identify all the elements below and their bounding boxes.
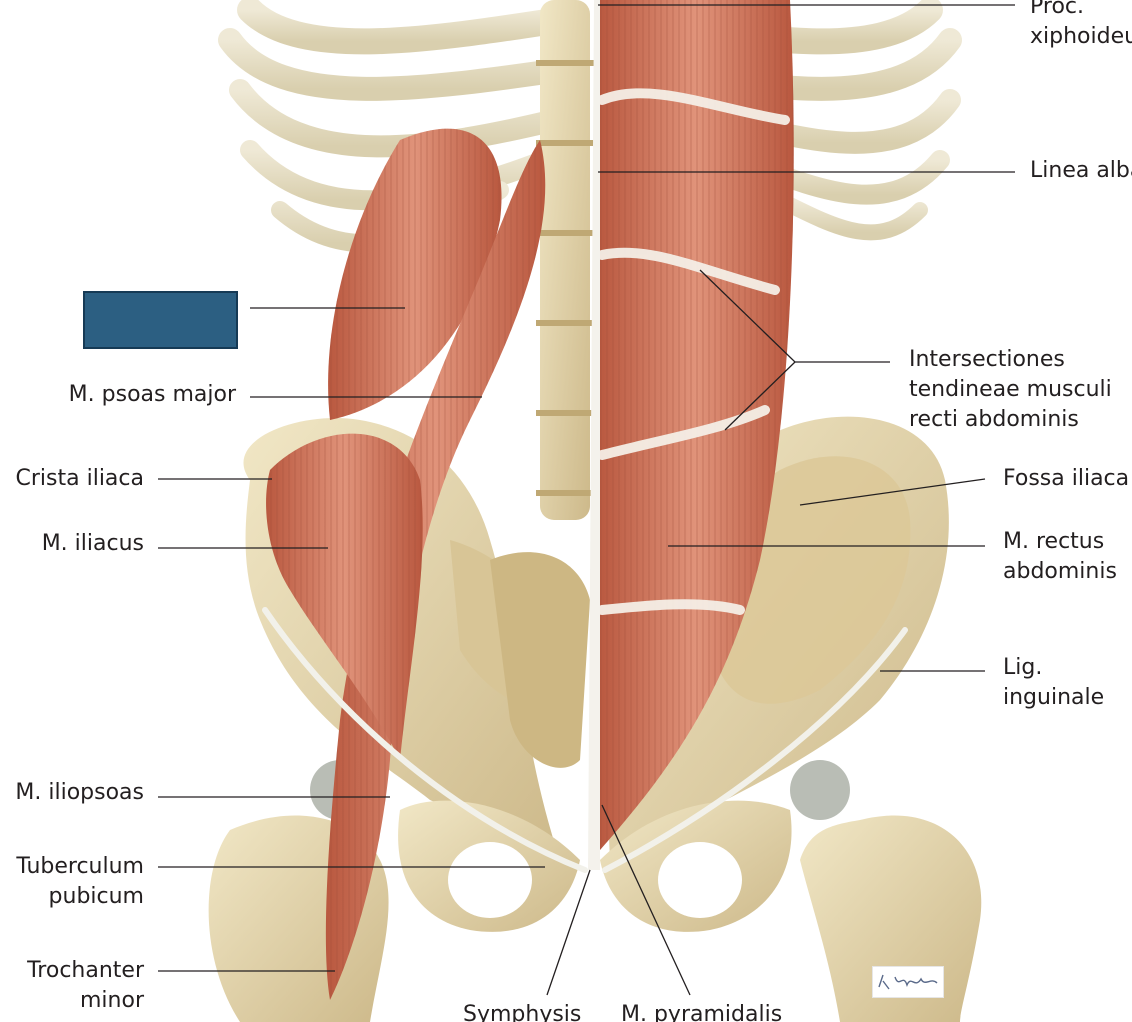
label-linea-alba: Linea alba [1030,158,1132,183]
label-crista-iliaca: Crista iliaca [15,466,144,491]
signature-mark [878,974,938,990]
label-lig-inguinale: Lig. inguinale [1003,655,1105,710]
muscle-fibers [598,0,794,850]
label-iliacus: M. iliacus [41,531,144,556]
vertebral-column [536,0,594,520]
muscle-fibers [328,128,502,420]
tendinous-intersections [597,88,790,615]
label-iliopsoas: M. iliopsoas [15,780,144,805]
inguinal-ligaments [262,607,908,873]
muscle-fibers [325,140,546,1000]
label-cover-box [83,291,238,349]
label-rectus-abdominis: M. rectus abdominis [1003,529,1117,584]
linea-alba-band [588,0,600,870]
leader-lines [158,4,1015,996]
muscle-fibers [266,433,423,760]
label-pyramidalis: M. pyramidalis [621,1002,783,1022]
pubic-region [398,800,792,932]
artist-signature [872,966,944,998]
label-fossa-iliaca: Fossa iliaca [1003,466,1130,491]
label-proc-xiphoideus: Proc. xiphoideus [1030,0,1132,49]
label-intersectiones: Intersectiones tendineae musculi recti a… [909,347,1112,432]
sacrum [490,552,590,768]
label-trochanter-minor: Trochanter minor [27,958,144,1013]
label-symphysis: Symphysis [463,1002,582,1022]
label-tuberculum-pubicum: Tuberculum pubicum [16,854,144,909]
label-psoas-major: M. psoas major [68,382,236,407]
